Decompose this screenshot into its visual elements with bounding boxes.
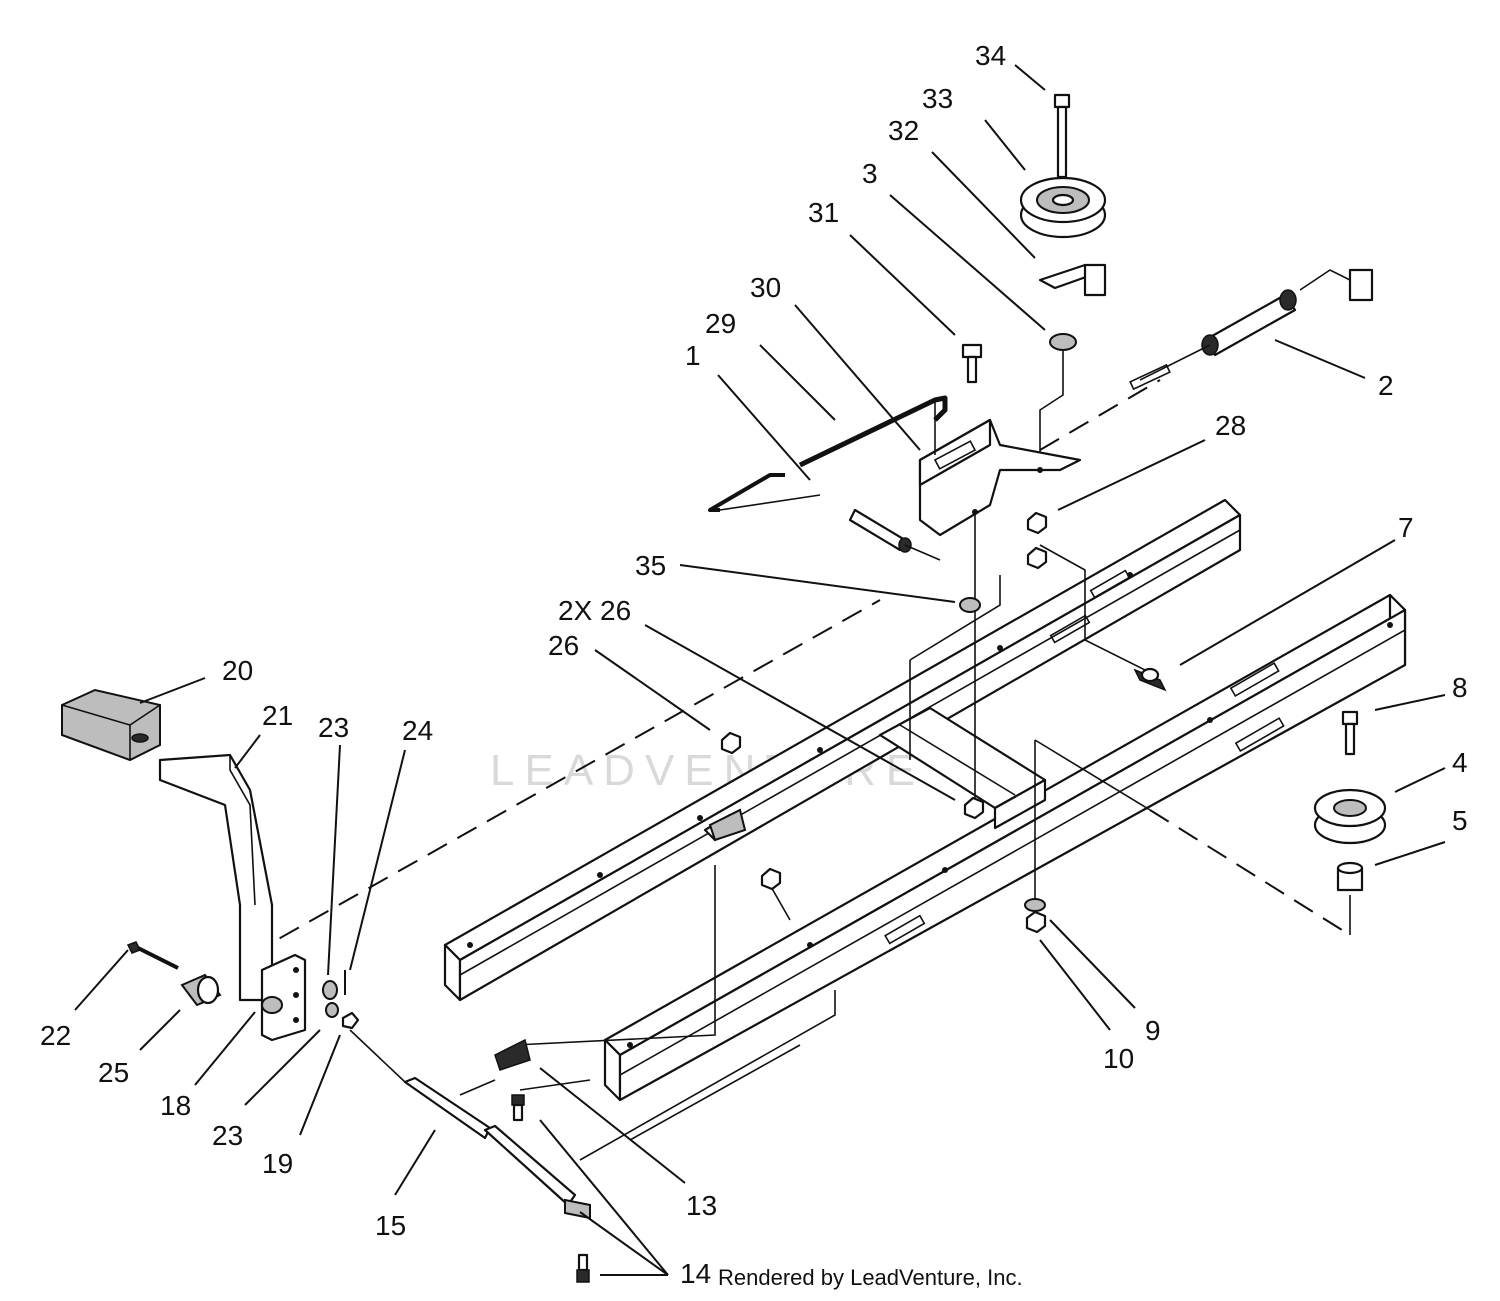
spring-7 — [1133, 667, 1167, 692]
rod-29 — [798, 395, 948, 468]
callout-5: 5 — [1452, 805, 1468, 836]
callout-10: 10 — [1103, 1043, 1134, 1074]
pulley-4 — [1313, 788, 1387, 845]
idler-arm-30 — [918, 418, 1082, 537]
callout-7: 7 — [1398, 512, 1414, 543]
spring-rod-2 — [1129, 268, 1374, 391]
bolt-31 — [961, 343, 983, 384]
callout-15: 15 — [375, 1210, 406, 1241]
centerline-belt — [1039, 379, 1161, 451]
callout-3: 3 — [862, 158, 878, 189]
callout-31: 31 — [808, 197, 839, 228]
callout-25: 25 — [98, 1057, 129, 1088]
callout-28: 28 — [1215, 410, 1246, 441]
callout-19: 19 — [262, 1148, 293, 1179]
clip-13 — [494, 808, 747, 1071]
nut-28 — [1026, 511, 1048, 570]
callout-33: 33 — [922, 83, 953, 114]
bolt-14-a — [511, 1094, 525, 1122]
centerline-brake — [249, 599, 881, 956]
callout-21: 21 — [262, 700, 293, 731]
callout-23-top: 23 — [318, 712, 349, 743]
render-credit: Rendered by LeadVenture, Inc. — [718, 1265, 1023, 1290]
callout-2x26: 2X 26 — [558, 595, 631, 626]
frame-cross-member — [878, 706, 1047, 830]
callout-29: 29 — [705, 308, 736, 339]
bushing-18 — [261, 996, 283, 1014]
nut-26-a — [720, 731, 742, 755]
washer-23-b — [325, 1002, 339, 1018]
washer-9 — [1024, 898, 1046, 912]
callout-18: 18 — [160, 1090, 191, 1121]
pedal-plate — [260, 953, 307, 1042]
bracket-32 — [1038, 263, 1107, 297]
callout-9: 9 — [1145, 1015, 1161, 1046]
nut-26-b — [963, 796, 985, 820]
callout-22: 22 — [40, 1020, 71, 1051]
callout-34: 34 — [975, 40, 1006, 71]
bolt-22 — [126, 941, 179, 970]
pedal-pad-20 — [61, 688, 161, 762]
nut-10 — [1025, 910, 1047, 934]
frame-right-rail — [603, 593, 1407, 1102]
callout-26: 26 — [548, 630, 579, 661]
callout-20: 20 — [222, 655, 253, 686]
washer-35 — [959, 597, 981, 613]
washer-23-a — [322, 980, 338, 1000]
callout-8: 8 — [1452, 672, 1468, 703]
idler-pulley-33 — [1019, 176, 1107, 239]
washer-3 — [1049, 333, 1077, 351]
callout-24: 24 — [402, 715, 433, 746]
callout-30: 30 — [750, 272, 781, 303]
callout-4: 4 — [1452, 747, 1468, 778]
callout-35: 35 — [635, 550, 666, 581]
centerline-pulley-8 — [1149, 809, 1351, 936]
spacer-5 — [1336, 861, 1364, 892]
spacer-25 — [180, 973, 222, 1007]
brake-rod-15 — [349, 1029, 591, 1220]
nut-19 — [341, 1011, 360, 1030]
bolt-14-b — [576, 1253, 590, 1283]
bolt-34 — [1053, 93, 1071, 179]
bolt-8 — [1341, 710, 1359, 756]
callout-13: 13 — [686, 1190, 717, 1221]
leader-lines — [74, 64, 1446, 1276]
callout-1: 1 — [685, 340, 701, 371]
callout-32: 32 — [888, 115, 919, 146]
callout-23-bottom: 23 — [212, 1120, 243, 1151]
nut-26-c — [760, 867, 782, 891]
frame-left-rail — [443, 498, 1242, 1002]
callout-14: 14 — [680, 1258, 711, 1289]
callout-2: 2 — [1378, 370, 1394, 401]
spring-1 — [708, 473, 941, 561]
brake-pedal-21 — [158, 753, 274, 1002]
